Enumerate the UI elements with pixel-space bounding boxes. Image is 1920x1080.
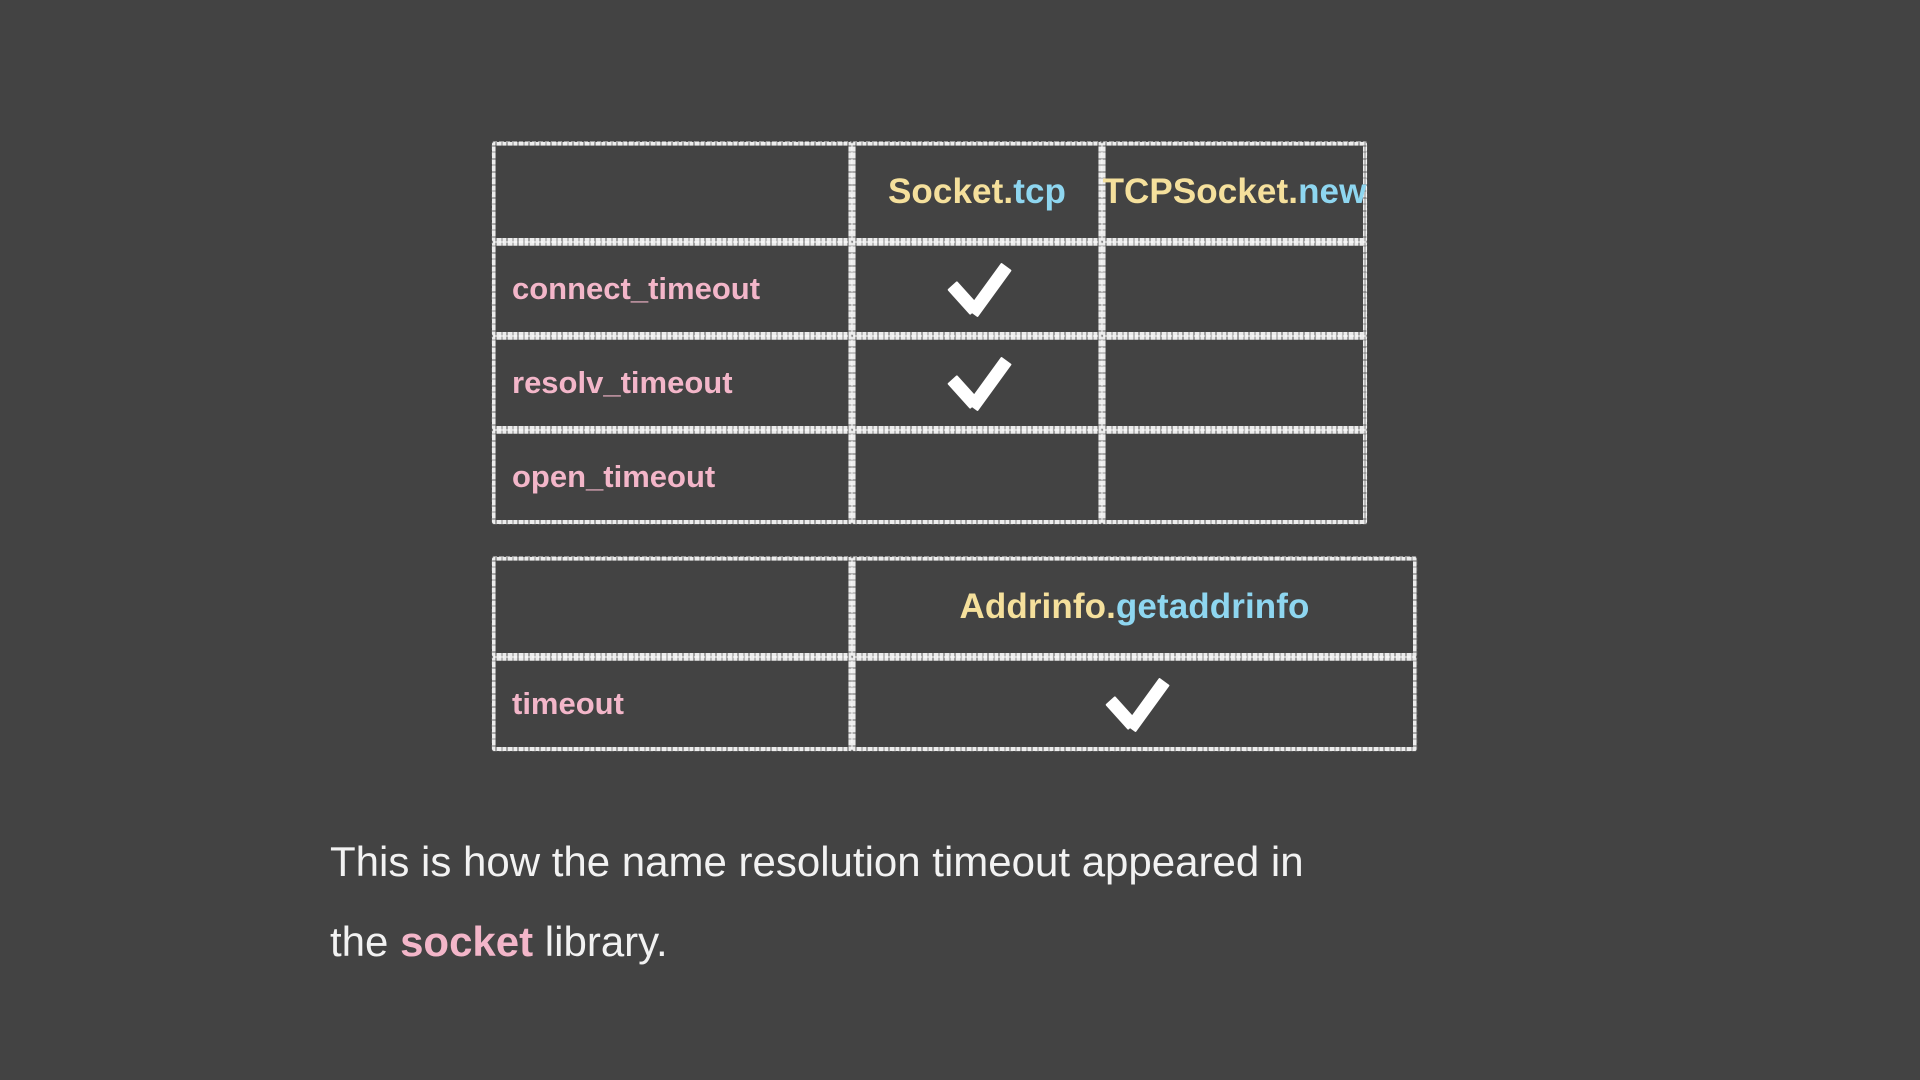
row-label: resolv_timeout [512, 365, 733, 400]
row-label: timeout [512, 686, 624, 721]
caption-line-2-prefix: the [330, 918, 401, 965]
table-row: connect_timeout [492, 242, 1367, 336]
table-row: open_timeout [492, 430, 1367, 524]
header-method-receiver: Addrinfo. [959, 587, 1116, 626]
table-header-row: Socket.tcp TCPSocket.new [492, 142, 1367, 242]
support-cell-resolv-timeout-tcpsocket-new [1102, 336, 1367, 430]
table-row: resolv_timeout [492, 336, 1367, 430]
header-method-name: new [1298, 172, 1367, 211]
support-cell-connect-timeout-socket-tcp [852, 242, 1102, 336]
support-cell-timeout-addrinfo-getaddrinfo [852, 657, 1417, 751]
header-method-receiver: TCPSocket. [1102, 172, 1299, 211]
header-method-receiver: Socket. [887, 172, 1014, 211]
row-label-cell-resolv-timeout: resolv_timeout [492, 336, 852, 430]
caption-line-2-suffix: library. [533, 918, 668, 965]
row-label: open_timeout [512, 459, 716, 494]
table-row: timeout [492, 657, 1417, 751]
row-label: connect_timeout [512, 271, 761, 306]
caption-line-1: This is how the name resolution timeout … [330, 822, 1580, 902]
check-mark-icon [945, 351, 1009, 415]
support-cell-connect-timeout-tcpsocket-new [1102, 242, 1367, 336]
header-corner-cell [492, 557, 852, 657]
caption-highlight-socket: socket [400, 918, 534, 965]
header-method-name: tcp [1013, 172, 1066, 211]
header-method-name: getaddrinfo [1115, 587, 1310, 626]
support-cell-resolv-timeout-socket-tcp [852, 336, 1102, 430]
caption-line-2: the socket library. [330, 902, 1580, 982]
header-cell-tcpsocket-new: TCPSocket.new [1102, 142, 1367, 242]
socket-timeout-support-table: Socket.tcp TCPSocket.new connect_timeout [492, 142, 1367, 524]
addrinfo-timeout-support-table: Addrinfo.getaddrinfo timeout [492, 557, 1417, 751]
check-mark-icon [945, 257, 1009, 321]
slide-caption: This is how the name resolution timeout … [330, 822, 1580, 982]
row-label-cell-connect-timeout: connect_timeout [492, 242, 852, 336]
header-cell-addrinfo-getaddrinfo: Addrinfo.getaddrinfo [852, 557, 1417, 657]
check-mark-icon [1103, 672, 1167, 736]
row-label-cell-open-timeout: open_timeout [492, 430, 852, 524]
caption-line-1-text: This is how the name resolution timeout … [330, 838, 1304, 885]
header-corner-cell [492, 142, 852, 242]
table-header-row: Addrinfo.getaddrinfo [492, 557, 1417, 657]
support-cell-open-timeout-tcpsocket-new [1102, 430, 1367, 524]
header-cell-socket-tcp: Socket.tcp [852, 142, 1102, 242]
row-label-cell-timeout: timeout [492, 657, 852, 751]
support-cell-open-timeout-socket-tcp [852, 430, 1102, 524]
